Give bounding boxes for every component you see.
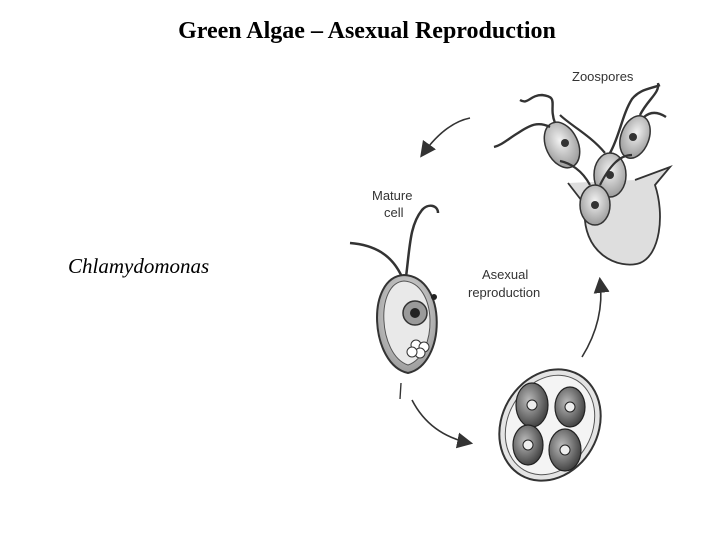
life-cycle-diagram: Zoospores Mature cell Asexual reproducti…: [349, 69, 673, 482]
asexual-label-line1: Asexual: [482, 267, 528, 282]
arrow-divided-to-zoospores: [581, 276, 610, 358]
arrow-stub: [399, 382, 402, 400]
mature-cell-label-line2: cell: [384, 205, 404, 220]
dividing-cell: [498, 368, 602, 482]
arrow-mature-to-divided: [411, 399, 474, 449]
mature-cell: [349, 204, 440, 375]
organism-name: Chlamydomonas: [68, 254, 210, 278]
arrow-zoospores-to-mature: [420, 117, 471, 158]
asexual-label-line2: reproduction: [468, 285, 540, 300]
page-title: Green Algae – Asexual Reproduction: [178, 18, 556, 44]
mature-cell-label-line1: Mature: [372, 188, 412, 203]
sporangium-with-zoospores: [493, 82, 673, 266]
zoospores-label: Zoospores: [572, 69, 634, 84]
